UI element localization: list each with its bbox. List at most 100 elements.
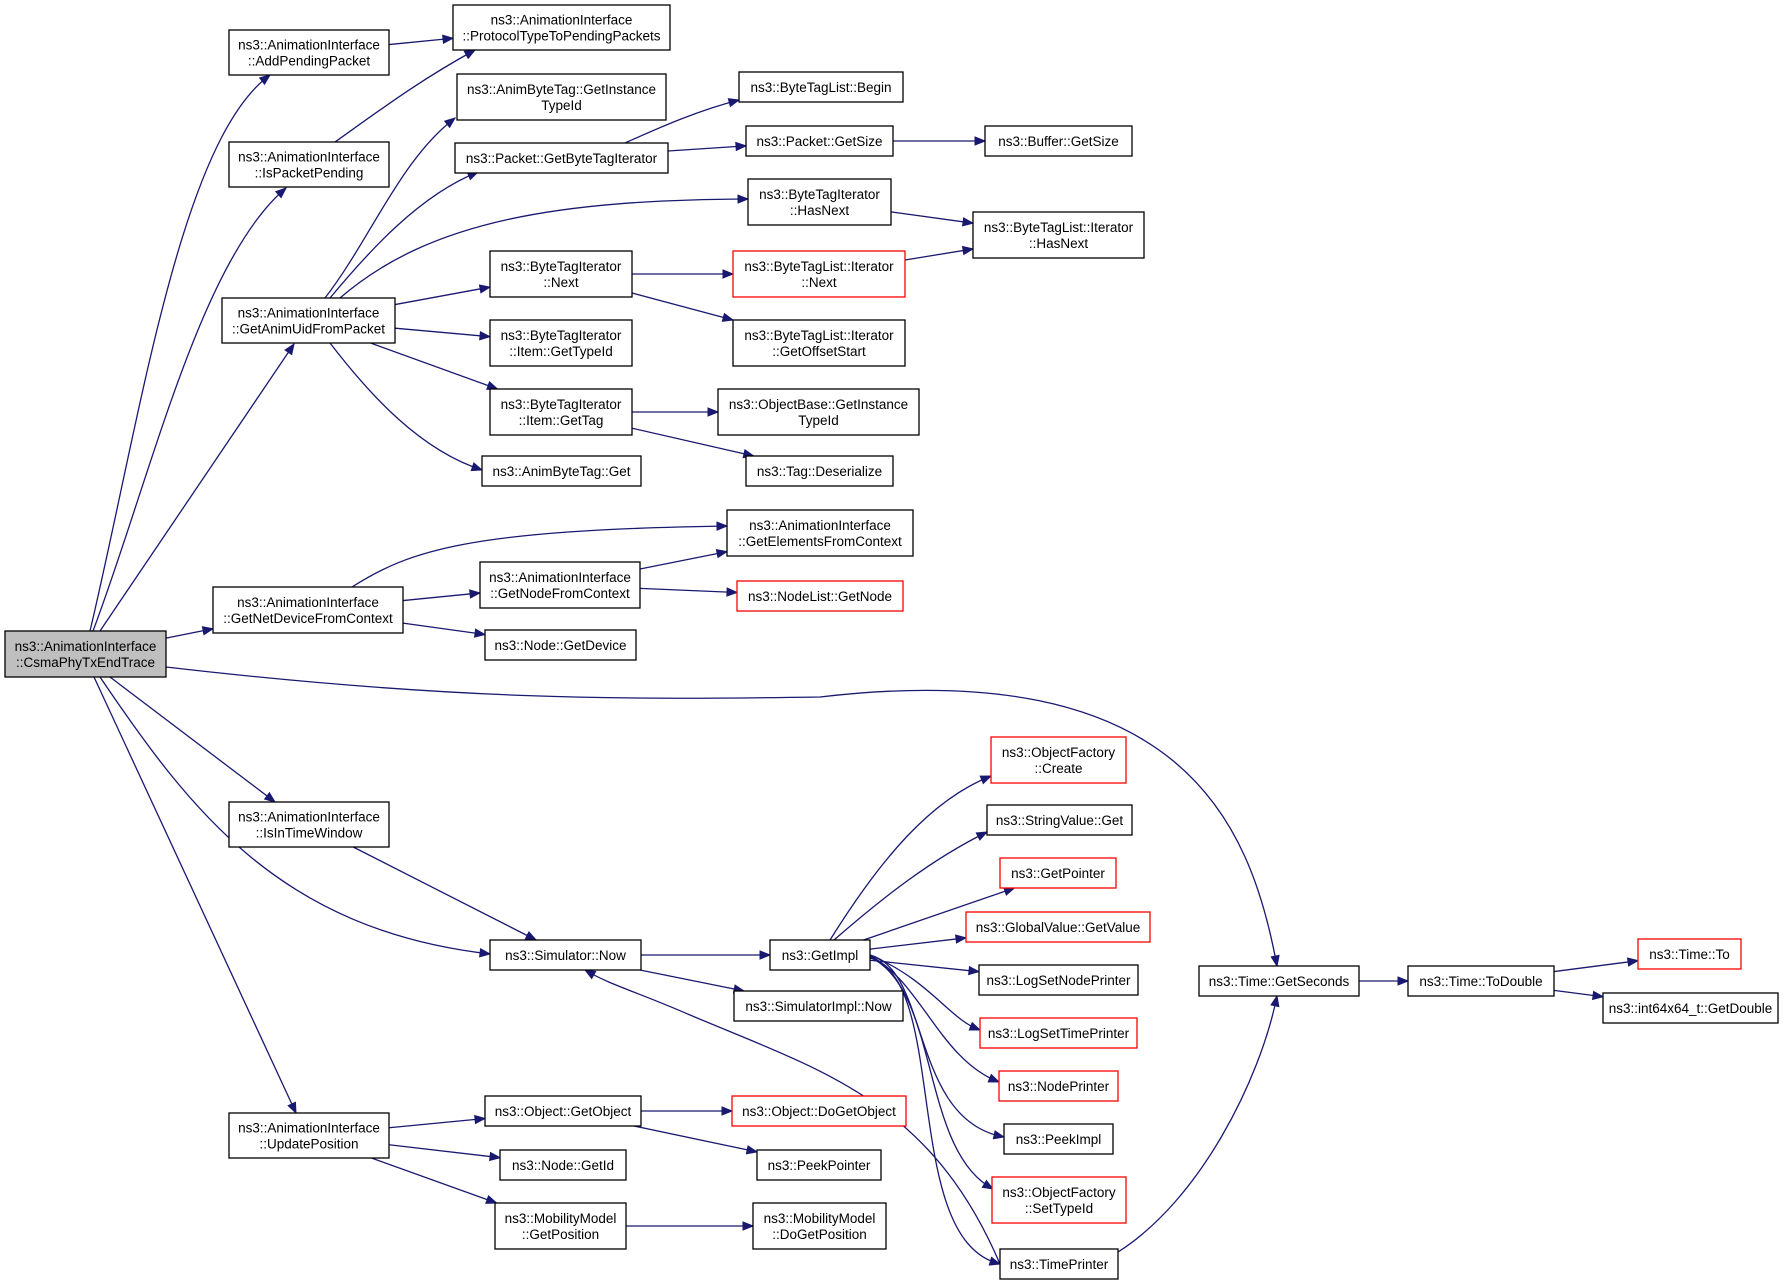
edge-obj_getobj-to-peek_pointer: [633, 1125, 758, 1153]
node-lstp[interactable]: ns3::LogSetTimePrinter: [979, 1017, 1138, 1049]
node-btii_gettag[interactable]: ns3::ByteTagIterator::Item::GetTag: [489, 388, 633, 436]
edge-btli_next-to-btli_hasnext: [904, 248, 974, 261]
edge-root-to-update_pos-arrowhead: [287, 1101, 297, 1115]
node-label-netdev_ctx-line-1: ns3::AnimationInterface: [237, 595, 379, 610]
node-box-time_to: [1637, 938, 1742, 970]
node-box-i64_getdouble: [1602, 992, 1779, 1024]
edge-netdev_ctx-to-node_getdev: [402, 622, 486, 636]
node-layer: ns3::AnimationInterface::CsmaPhyTxEndTra…: [4, 4, 1779, 1280]
node-bti_hasnext[interactable]: ns3::ByteTagIterator::HasNext: [747, 178, 892, 226]
node-box-get_pointer: [999, 857, 1117, 889]
node-btli_hasnext[interactable]: ns3::ByteTagList::Iterator::HasNext: [972, 211, 1145, 259]
node-box-lstp: [979, 1017, 1138, 1049]
node-btli_next[interactable]: ns3::ByteTagList::Iterator::Next: [732, 250, 906, 298]
node-label-bti_next-line-2: ::Next: [543, 275, 579, 290]
edge-get_impl-to-lstp: [869, 954, 981, 1031]
node-pkt_size[interactable]: ns3::Packet::GetSize: [745, 125, 894, 157]
node-btli_offset[interactable]: ns3::ByteTagList::Iterator::GetOffsetSta…: [732, 319, 906, 367]
node-label-peek_impl-line-1: ns3::PeekImpl: [1016, 1132, 1102, 1147]
node-btl_begin[interactable]: ns3::ByteTagList::Begin: [738, 71, 904, 103]
node-box-bti_hasnext: [747, 178, 892, 226]
node-box-simimpl_now: [733, 990, 904, 1022]
edge-root-to-is_pending-arrowhead: [274, 187, 288, 199]
node-root[interactable]: ns3::AnimationInterface::CsmaPhyTxEndTra…: [4, 630, 167, 678]
node-of_settypeid[interactable]: ns3::ObjectFactory::SetTypeId: [991, 1176, 1127, 1224]
edge-pkt_bti-to-btl_begin-arrowhead: [727, 98, 741, 108]
node-simimpl_now[interactable]: ns3::SimulatorImpl::Now: [733, 990, 904, 1022]
edge-netdev_ctx-to-node_ctx: [402, 592, 481, 602]
node-get_impl[interactable]: ns3::GetImpl: [769, 939, 871, 971]
node-lsnp[interactable]: ns3::LogSetNodePrinter: [978, 964, 1139, 996]
edge-layer: [89, 34, 1640, 1266]
edge-get_impl-to-gv_getvalue: [869, 937, 967, 950]
node-time_printer[interactable]: ns3::TimePrinter: [999, 1248, 1119, 1280]
node-buf_size[interactable]: ns3::Buffer::GetSize: [984, 125, 1133, 157]
node-time_todouble[interactable]: ns3::Time::ToDouble: [1407, 965, 1555, 997]
node-time_getsec[interactable]: ns3::Time::GetSeconds: [1198, 965, 1360, 997]
node-peek_impl[interactable]: ns3::PeekImpl: [1003, 1123, 1114, 1155]
node-label-tag_deser-line-1: ns3::Tag::Deserialize: [757, 464, 882, 479]
node-label-in_timewin-line-1: ns3::AnimationInterface: [238, 810, 380, 825]
node-pkt_bti[interactable]: ns3::Packet::GetByteTagIterator: [454, 142, 669, 174]
node-label-mm_dogetpos-line-1: ns3::MobilityModel: [764, 1211, 876, 1226]
node-update_pos[interactable]: ns3::AnimationInterface::UpdatePosition: [228, 1112, 390, 1159]
node-label-elems_ctx-line-2: ::GetElementsFromContext: [738, 534, 902, 549]
node-node_getid[interactable]: ns3::Node::GetId: [499, 1149, 627, 1181]
node-node_ctx[interactable]: ns3::AnimationInterface::GetNodeFromCont…: [479, 561, 641, 609]
node-netdev_ctx[interactable]: ns3::AnimationInterface::GetNetDeviceFro…: [212, 586, 404, 634]
node-label-btl_begin-line-1: ns3::ByteTagList::Begin: [750, 80, 891, 95]
node-box-proto_pending: [452, 4, 671, 51]
node-label-update_pos-line-2: ::UpdatePosition: [259, 1137, 358, 1152]
node-box-get_impl: [769, 939, 871, 971]
node-box-update_pos: [228, 1112, 390, 1159]
edge-bti_next-to-btli_next-arrowhead: [722, 269, 735, 279]
edge-node_ctx-to-elems_ctx-arrowhead: [715, 549, 729, 559]
node-in_timewin[interactable]: ns3::AnimationInterface::IsInTimeWindow: [228, 801, 390, 848]
node-box-sv_get: [986, 804, 1133, 836]
node-time_to[interactable]: ns3::Time::To: [1637, 938, 1742, 970]
edge-time_printer-to-time_getsec-arrowhead: [1270, 994, 1280, 1008]
node-i64_getdouble[interactable]: ns3::int64x64_t::GetDouble: [1602, 992, 1779, 1024]
edge-pkt_bti-to-pkt_size: [667, 145, 747, 152]
node-box-netdev_ctx: [212, 586, 404, 634]
edge-get_impl-to-lsnp-arrowhead: [968, 965, 981, 976]
node-proto_pending[interactable]: ns3::AnimationInterface::ProtocolTypeToP…: [452, 4, 671, 51]
node-peek_pointer[interactable]: ns3::PeekPointer: [756, 1149, 882, 1181]
node-btii_typeid[interactable]: ns3::ByteTagIterator::Item::GetTypeId: [489, 319, 633, 367]
node-gv_getvalue[interactable]: ns3::GlobalValue::GetValue: [965, 911, 1151, 943]
node-label-sv_get-line-1: ns3::StringValue::Get: [996, 813, 1124, 828]
node-label-simimpl_now-line-1: ns3::SimulatorImpl::Now: [745, 999, 892, 1014]
node-obj_dogetobj[interactable]: ns3::Object::DoGetObject: [731, 1095, 907, 1127]
node-mm_getpos[interactable]: ns3::MobilityModel::GetPosition: [494, 1202, 627, 1250]
edge-anim_uid-to-btii_gettag: [370, 342, 498, 390]
edge-get_impl-to-of_create: [829, 775, 992, 941]
node-add_pending[interactable]: ns3::AnimationInterface::AddPendingPacke…: [228, 29, 390, 76]
node-elems_ctx[interactable]: ns3::AnimationInterface::GetElementsFrom…: [726, 509, 914, 557]
node-node_getdev[interactable]: ns3::Node::GetDevice: [484, 629, 637, 661]
node-bti_next[interactable]: ns3::ByteTagIterator::Next: [489, 250, 633, 298]
node-get_pointer[interactable]: ns3::GetPointer: [999, 857, 1117, 889]
node-obj_getobj[interactable]: ns3::Object::GetObject: [484, 1095, 642, 1127]
edge-in_timewin-to-sim_now-arrowhead: [524, 931, 538, 941]
node-label-gv_getvalue-line-1: ns3::GlobalValue::GetValue: [976, 920, 1141, 935]
edge-root-to-in_timewin-arrowhead: [263, 791, 277, 803]
node-sv_get[interactable]: ns3::StringValue::Get: [986, 804, 1133, 836]
node-nl_getnode[interactable]: ns3::NodeList::GetNode: [736, 580, 904, 612]
node-label-root-line-2: ::CsmaPhyTxEndTrace: [16, 655, 155, 670]
node-box-time_getsec: [1198, 965, 1360, 997]
node-box-buf_size: [984, 125, 1133, 157]
node-node_printer[interactable]: ns3::NodePrinter: [998, 1070, 1119, 1102]
node-label-of_create-line-1: ns3::ObjectFactory: [1002, 745, 1116, 760]
edge-btli_next-to-btli_hasnext-arrowhead: [961, 245, 975, 256]
node-abt_get[interactable]: ns3::AnimByteTag::Get: [481, 455, 642, 487]
node-is_pending[interactable]: ns3::AnimationInterface::IsPacketPending: [228, 141, 390, 188]
node-sim_now[interactable]: ns3::Simulator::Now: [489, 939, 642, 971]
node-box-nl_getnode: [736, 580, 904, 612]
node-tag_deser[interactable]: ns3::Tag::Deserialize: [745, 455, 894, 487]
node-anim_uid[interactable]: ns3::AnimationInterface::GetAnimUidFromP…: [221, 297, 396, 344]
node-mm_dogetpos[interactable]: ns3::MobilityModel::DoGetPosition: [752, 1202, 887, 1250]
node-of_create[interactable]: ns3::ObjectFactory::Create: [990, 736, 1127, 784]
node-box-of_settypeid: [991, 1176, 1127, 1224]
